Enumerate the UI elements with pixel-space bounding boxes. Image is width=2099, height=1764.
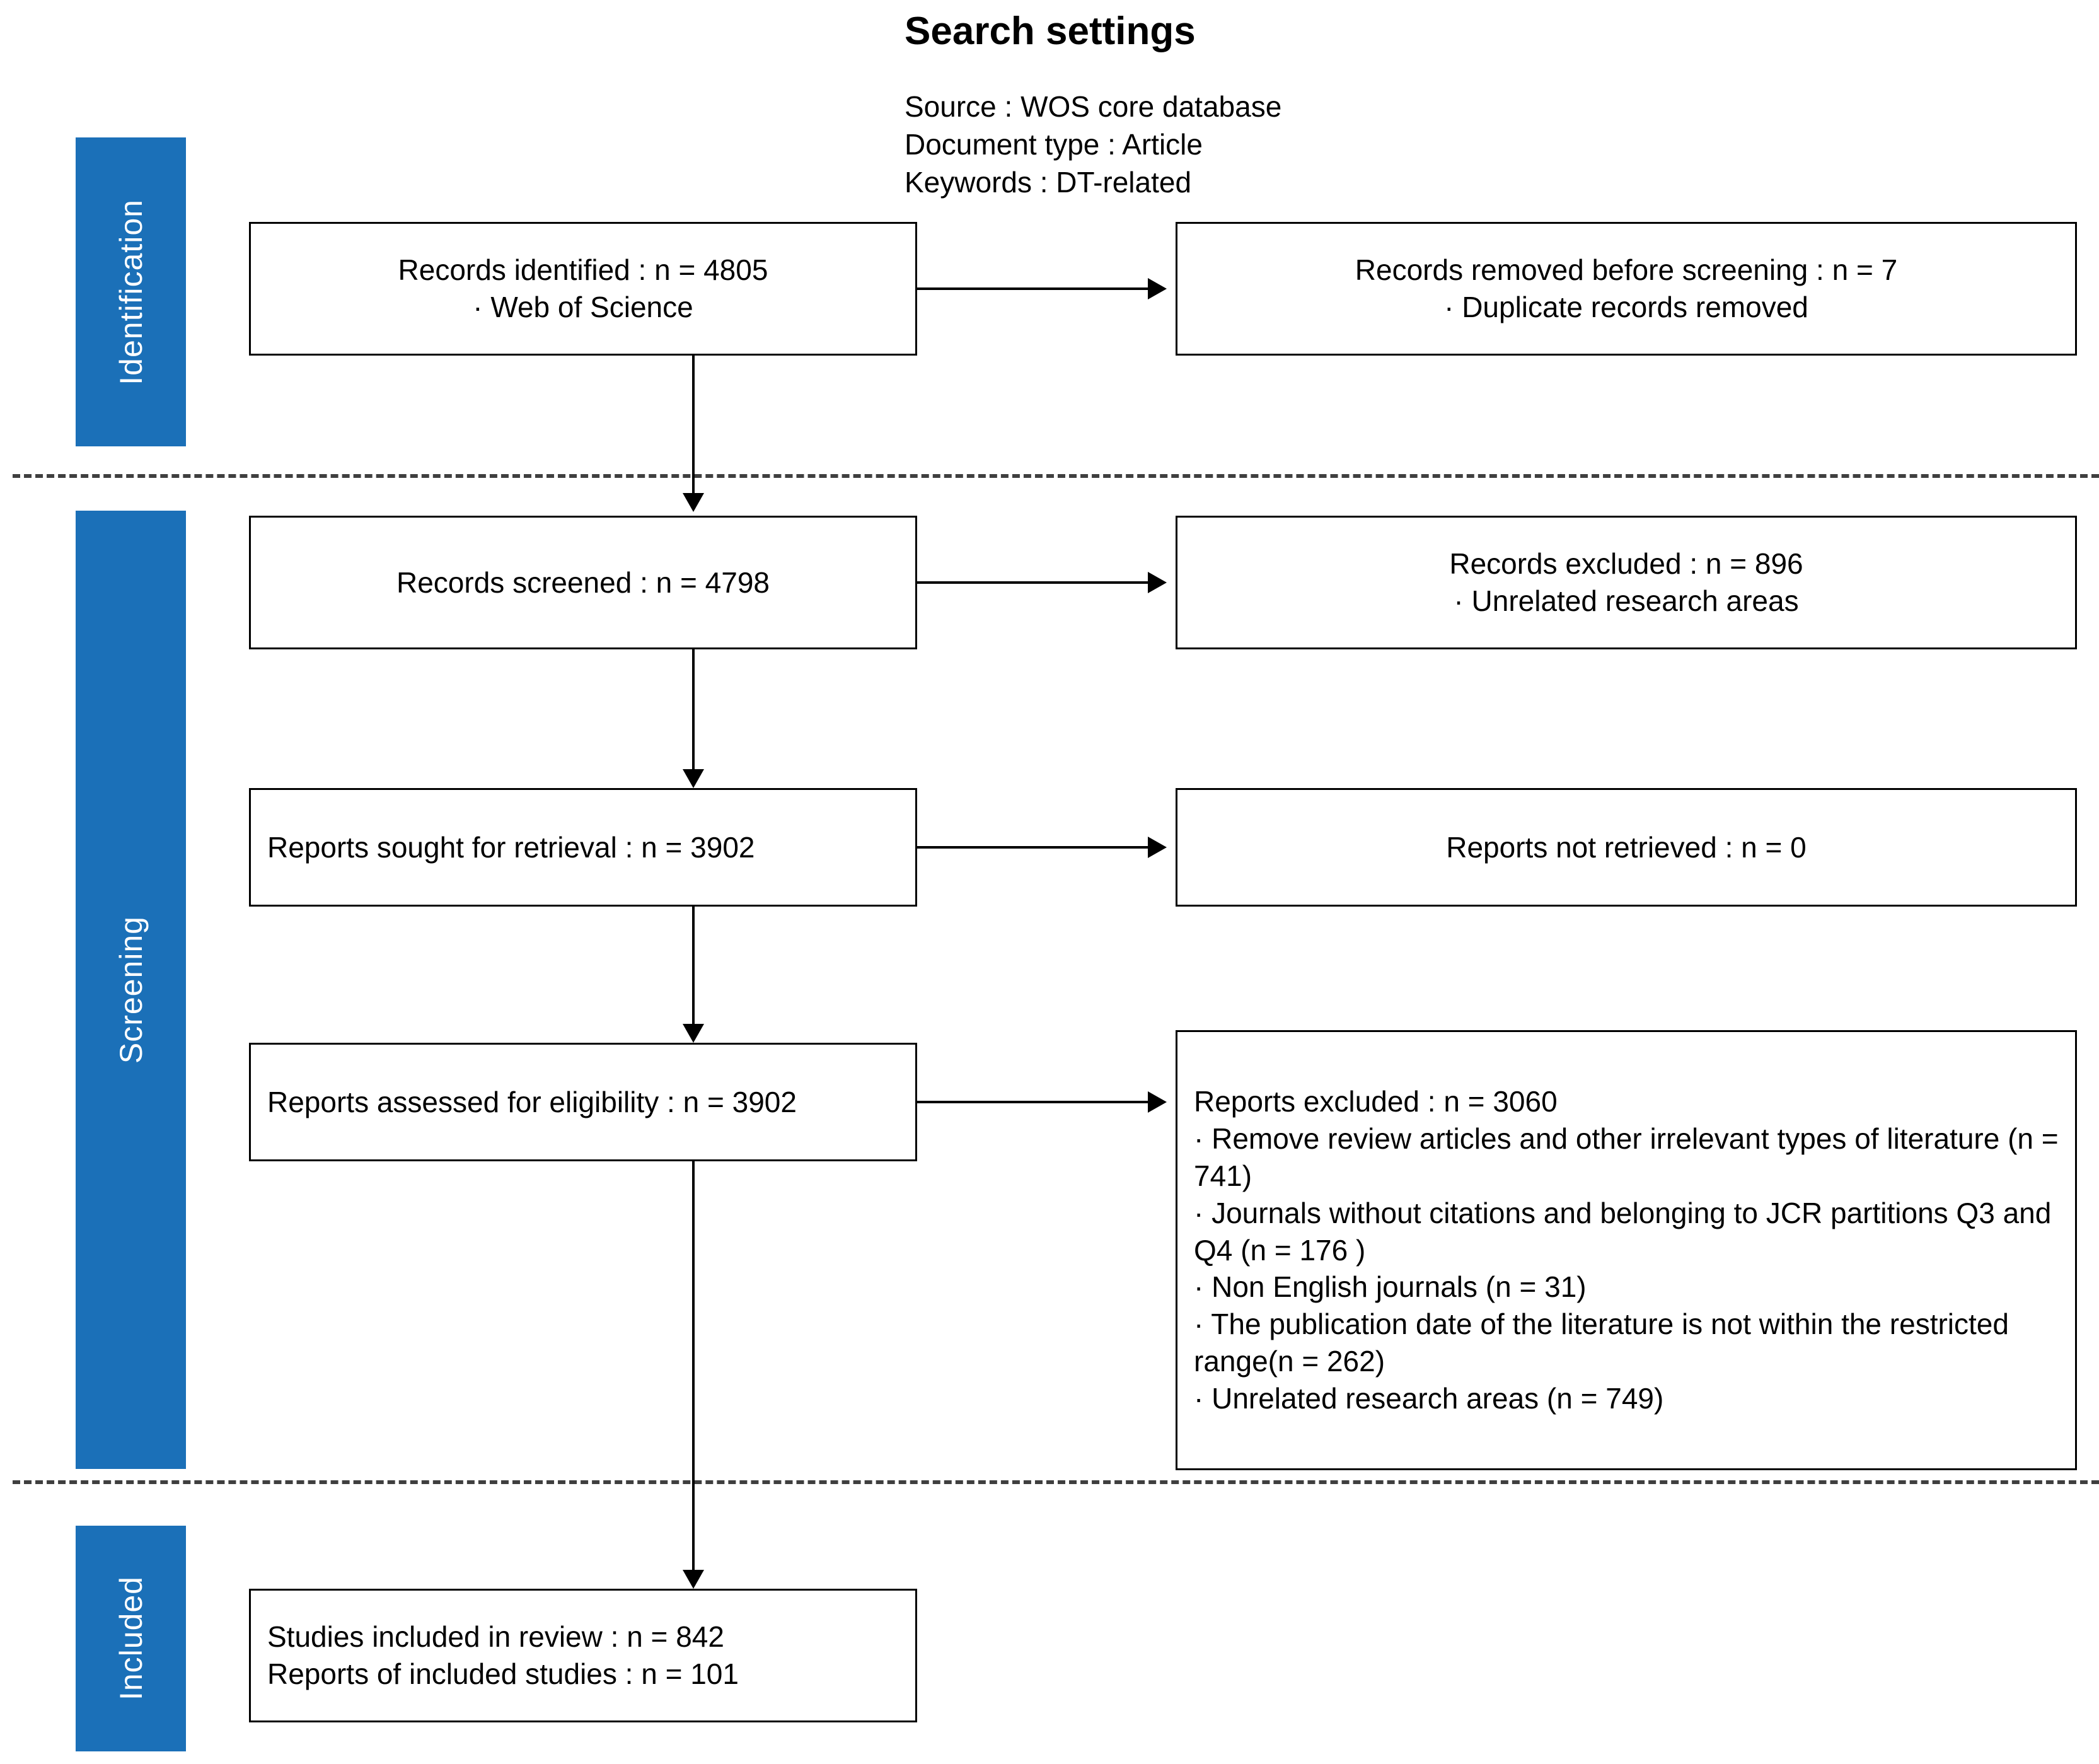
search-settings-line-keywords: Keywords : DT-related xyxy=(905,165,1192,199)
node-reports-assessed-line-1: Reports assessed for eligibility : n = 3… xyxy=(267,1085,797,1118)
node-records-excluded-line-2: · Unrelated research areas xyxy=(1454,584,1799,617)
node-records-identified-text: Records identified : n = 4805 · Web of S… xyxy=(251,252,915,326)
node-reports-assessed-text: Reports assessed for eligibility : n = 3… xyxy=(251,1084,915,1121)
separator-identification-screening xyxy=(13,474,2099,478)
connector-assessed-to-included xyxy=(692,1161,695,1570)
node-records-screened: Records screened : n = 4798 xyxy=(249,516,917,649)
node-records-removed-line-2: · Duplicate records removed xyxy=(1444,291,1808,323)
connector-screened-to-excluded xyxy=(917,581,1148,584)
stage-label-included: Included xyxy=(113,1576,149,1701)
connector-sought-to-assessed xyxy=(692,907,695,1024)
connector-identified-to-screened xyxy=(692,356,695,493)
node-reports-excluded-line-4: · Non English journals (n = 31) xyxy=(1194,1270,1587,1304)
node-records-identified-line-2: · Web of Science xyxy=(473,291,693,323)
arrowhead-sought-to-assessed xyxy=(683,1024,704,1043)
arrowhead-sought-to-not-retrieved xyxy=(1148,837,1167,858)
arrowhead-assessed-to-included xyxy=(683,1570,704,1589)
node-reports-not-retrieved-text: Reports not retrieved : n = 0 xyxy=(1177,829,2075,866)
node-records-screened-line-1: Records screened : n = 4798 xyxy=(396,566,770,599)
node-studies-included-line-2: Reports of included studies : n = 101 xyxy=(267,1657,739,1690)
search-settings-line-source: Source : WOS core database xyxy=(905,90,1282,123)
search-settings-details: Source : WOS core database Document type… xyxy=(905,88,1281,201)
node-studies-included: Studies included in review : n = 842 Rep… xyxy=(249,1589,917,1722)
node-studies-included-line-1: Studies included in review : n = 842 xyxy=(267,1620,724,1654)
stage-bar-screening: Screening xyxy=(76,511,186,1469)
node-records-excluded: Records excluded : n = 896 · Unrelated r… xyxy=(1176,516,2077,649)
connector-assessed-to-reports-excluded xyxy=(917,1101,1148,1103)
node-records-screened-text: Records screened : n = 4798 xyxy=(251,564,915,601)
node-reports-assessed-for-eligibility: Reports assessed for eligibility : n = 3… xyxy=(249,1043,917,1161)
separator-screening-included xyxy=(13,1480,2099,1484)
node-reports-excluded-line-1: Reports excluded : n = 3060 xyxy=(1194,1085,1558,1118)
arrowhead-assessed-to-reports-excluded xyxy=(1148,1091,1167,1113)
node-reports-excluded-line-2: · Remove review articles and other irrel… xyxy=(1194,1122,2059,1192)
node-reports-sought-line-1: Reports sought for retrieval : n = 3902 xyxy=(267,830,755,864)
node-records-excluded-text: Records excluded : n = 896 · Unrelated r… xyxy=(1177,545,2075,620)
node-records-removed-text: Records removed before screening : n = 7… xyxy=(1177,252,2075,326)
node-reports-not-retrieved: Reports not retrieved : n = 0 xyxy=(1176,788,2077,907)
node-studies-included-text: Studies included in review : n = 842 Rep… xyxy=(251,1618,915,1693)
node-records-identified: Records identified : n = 4805 · Web of S… xyxy=(249,222,917,356)
search-settings-line-doctype: Document type : Article xyxy=(905,127,1203,161)
node-records-removed-before-screening: Records removed before screening : n = 7… xyxy=(1176,222,2077,356)
node-reports-sought-for-retrieval: Reports sought for retrieval : n = 3902 xyxy=(249,788,917,907)
diagram-title: Search settings xyxy=(905,9,1196,53)
node-reports-excluded-line-6: · Unrelated research areas (n = 749) xyxy=(1194,1382,1664,1415)
arrowhead-identified-to-screened xyxy=(683,493,704,512)
arrowhead-screened-to-sought xyxy=(683,769,704,788)
node-reports-excluded-line-5: · The publication date of the literature… xyxy=(1194,1308,2009,1378)
connector-screened-to-sought xyxy=(692,649,695,769)
node-records-identified-line-1: Records identified : n = 4805 xyxy=(398,253,768,287)
node-reports-excluded: Reports excluded : n = 3060 · Remove rev… xyxy=(1176,1030,2077,1470)
node-reports-sought-text: Reports sought for retrieval : n = 3902 xyxy=(251,829,915,866)
node-records-removed-line-1: Records removed before screening : n = 7 xyxy=(1355,253,1898,287)
connector-sought-to-not-retrieved xyxy=(917,846,1148,849)
stage-label-identification: Identification xyxy=(113,199,149,385)
node-reports-excluded-list: Reports excluded : n = 3060 · Remove rev… xyxy=(1177,1083,2075,1417)
stage-bar-included: Included xyxy=(76,1526,186,1751)
node-reports-excluded-line-3: · Journals without citations and belongi… xyxy=(1194,1196,2052,1267)
stage-bar-identification: Identification xyxy=(76,137,186,446)
connector-identified-to-removed xyxy=(917,287,1148,290)
stage-label-screening: Screening xyxy=(113,915,149,1064)
node-reports-not-retrieved-line-1: Reports not retrieved : n = 0 xyxy=(1446,830,1807,864)
arrowhead-identified-to-removed xyxy=(1148,278,1167,299)
node-records-excluded-line-1: Records excluded : n = 896 xyxy=(1449,547,1803,581)
arrowhead-screened-to-excluded xyxy=(1148,572,1167,593)
